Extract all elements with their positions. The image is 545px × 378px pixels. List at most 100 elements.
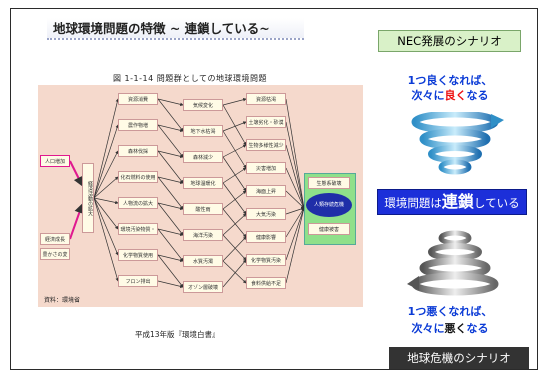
diagram-node-effect: 酸性雨 [183,203,223,215]
figure-caption: 図 1-1-14 問題群としての地球環境問題 [113,74,267,83]
chain-post: している [473,196,520,210]
diagram-node-population: 人口増加 [40,155,70,167]
diagram-arrow [222,190,247,210]
diagram-arrow [222,213,247,236]
bad-line-1: 1つ悪くなれば、 [407,305,493,318]
diagram-node-effect: 森林減少 [183,151,223,163]
diagram-node-impact: 資源枯渇 [246,93,286,105]
diagram-arrow [285,207,305,238]
diagram-arrow [222,130,247,169]
diagram-node-cause: 環境汚染物質・廃棄物排出 [118,223,158,235]
slide-title: 地球環境問題の特徴 ~ 連鎖している~ [47,18,304,40]
diagram-arrow [93,124,119,199]
diagram-arrow [285,98,306,209]
diagram-node-effect: 海洋汚染 [183,229,223,241]
diagram-arrow [222,259,247,288]
chain-pre: 環境問題は [384,196,442,210]
diagram-node-effect: 地下水枯渇 [183,125,223,137]
diagram-pink-arrow [69,160,83,187]
diagram-arrow [93,197,119,230]
diagram-arrow [157,176,184,210]
diagram-arrow [222,208,247,238]
diagram-arrow [222,236,247,262]
diagram-node-cause: 人物流の拡大 [118,197,158,209]
bad-line-2-pre: 次々に [411,322,445,335]
diagram-arrow [157,202,184,236]
diagram-arrow [157,98,184,132]
diagram-arrow [157,254,184,288]
diagram-node-economic-activity: 経済活動の拡大 [82,163,94,233]
diagram-node-impact: 土壌劣化・砂漠化 [246,116,286,128]
diagram-node-human-survival: 人類存続危機 [306,193,352,217]
diagram-arrow [222,144,247,158]
diagram-node-impact: 化学物質汚染 [246,254,286,266]
diagram-source: 資料：環境省 [44,297,81,304]
diagram-node-econ-growth: 経済成長 [40,233,70,245]
diagram-arrow [93,197,119,282]
diagram-node-cause: 森林伐採 [118,145,158,157]
diagram-node-effect: 地球温暖化 [183,177,223,189]
good-line-1: 1つ良くなれば、 [407,74,493,87]
diagram-node-affluence: 豊かさの変化 [40,248,70,260]
diagram-arrow [285,207,306,284]
diagram-arrow [157,124,184,158]
diagram-arrows [69,98,306,289]
diagram-node-health-damage: 健康被害 [308,223,350,235]
footer-caption: 平成13年版『環境白書』 [135,330,220,339]
good-line-2: 次々に良くなる [380,87,520,103]
diagram-node-impact: 健康影響 [246,231,286,243]
nec-scenario-label: NEC発展のシナリオ [378,30,521,52]
diagram-node-impact: 生物多様性減少 [246,139,286,151]
diagram-node-impact: 食料供給不足 [246,277,286,289]
upward-spiral-icon [411,112,504,175]
diagram-node-impact: 海面上昇 [246,185,286,197]
diagram-arrow [285,207,305,215]
bad-line-2: 次々に悪くなる [380,320,520,336]
diagram-arrow [157,202,184,211]
diagram-arrow [157,150,184,159]
good-line-2-emphasis: 良く [444,89,467,102]
diagram-arrow [157,280,184,289]
diagram-arrow [222,156,247,192]
diagram-arrow [93,98,120,199]
diagram-arrow [93,197,119,205]
diagram-node-impact: 災害増加 [246,162,286,174]
diagram-arrow [93,197,119,256]
diagram-node-effect: 気候変化 [183,99,223,111]
diagram-arrow [222,182,247,215]
diagram-arrow [222,121,247,132]
diagram-arrow [222,234,247,261]
diagram-node-cause: 農作物増 [118,119,158,131]
diagram-node-ecosystem: 生態系破壊 [308,177,350,189]
diagram-node-cause: フロン排出 [118,275,158,287]
diagram-arrow [157,124,184,133]
diagram-arrow [157,98,184,107]
diagram-arrow [285,121,306,209]
diagram-arrow [157,176,184,185]
diagram-node-cause: 化学物質使用 [118,249,158,261]
diagram-arrow [285,144,305,209]
diagram-arrow [285,167,305,209]
environment-diagram: 人口増加経済成長豊かさの変化 経済活動の拡大 資源消費農作物増森林伐採化石燃料の使用… [38,85,363,307]
downward-spiral-icon [407,230,499,296]
diagram-arrow [157,254,184,263]
diagram-pink-arrow [69,203,85,240]
diagram-arrow [157,228,184,262]
diagram-arrow [285,207,305,261]
slide-frame [10,8,538,370]
diagram-arrow [93,150,119,199]
chain-emphasis: 連鎖 [441,192,474,211]
good-line-2-post: なる [466,89,489,102]
diagram-node-cause: 資源消費 [118,93,158,105]
crisis-scenario-label: 地球危機のシナリオ [389,347,529,369]
good-line-2-pre: 次々に [411,89,445,102]
chain-banner: 環境問題は連鎖している [377,189,527,215]
diagram-arrow [285,190,305,209]
bad-line-2-emphasis: 悪く [444,322,467,335]
diagram-arrow [222,167,247,184]
diagram-node-impact: 大気汚染 [246,208,286,220]
bad-line-2-post: なる [466,322,489,335]
diagram-node-effect: オゾン層破壊 [183,281,223,293]
diagram-arrow [157,150,184,184]
diagram-node-cause: 化石燃料の使用 [118,171,158,183]
